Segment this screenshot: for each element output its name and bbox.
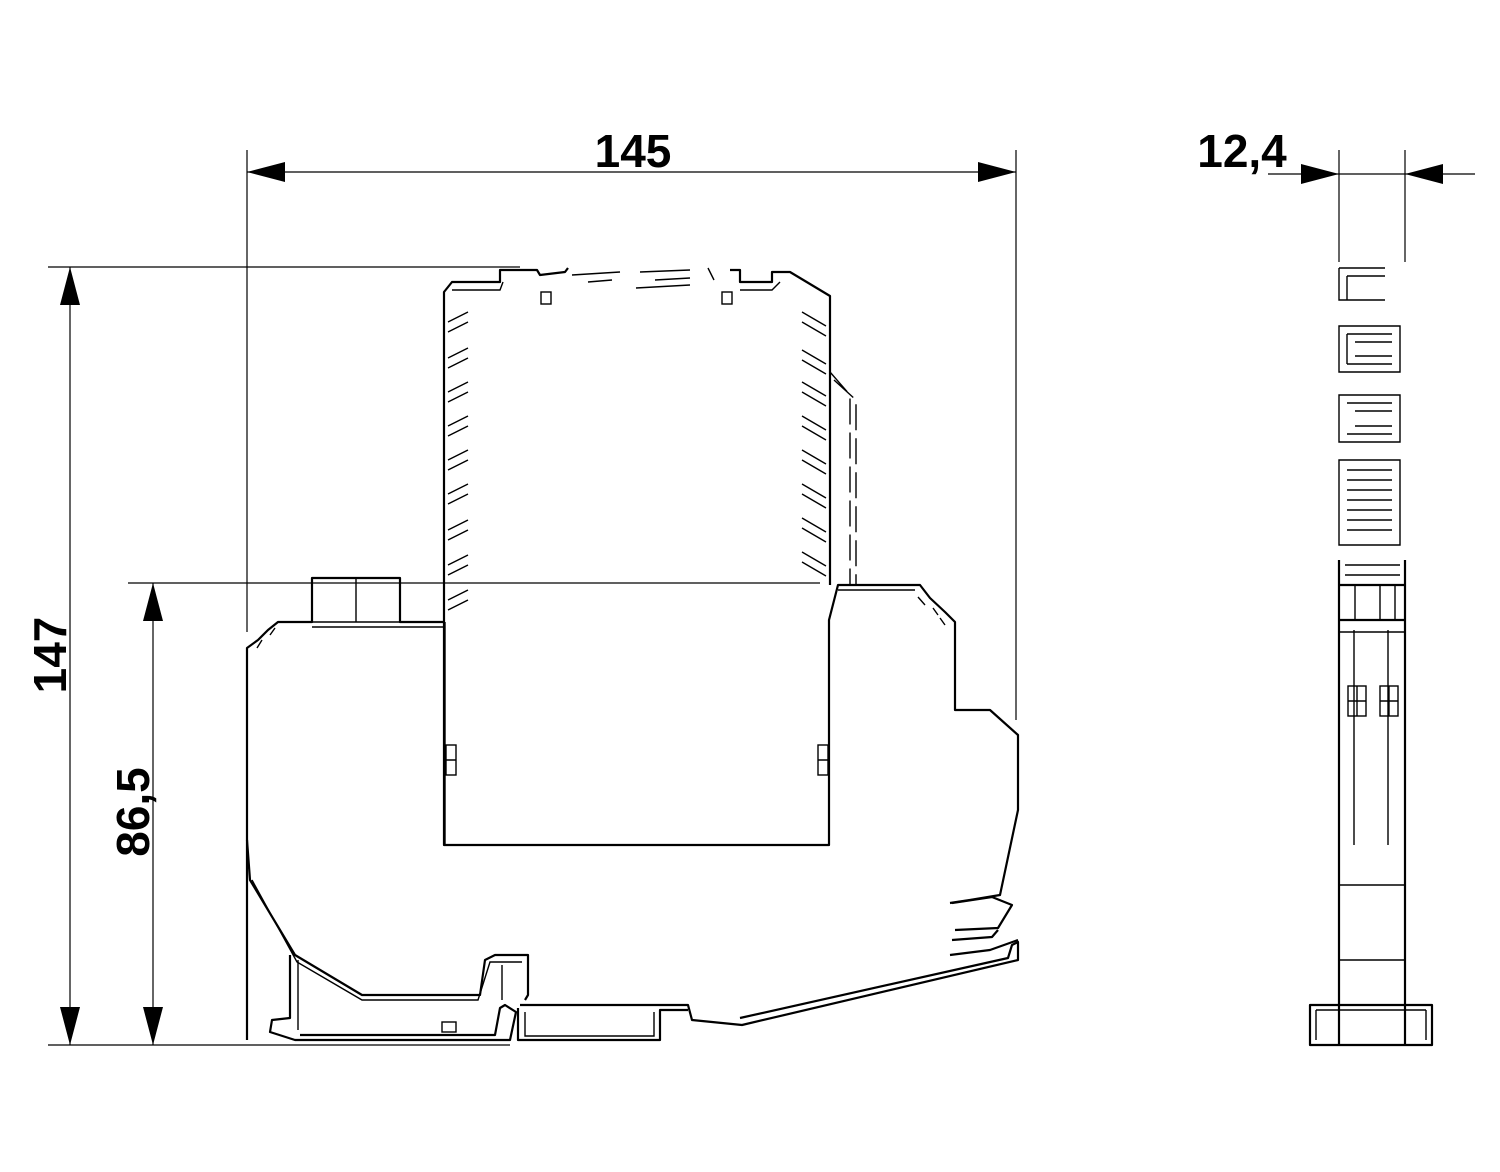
arrow-right-icon: [1301, 164, 1339, 184]
arrow-left-icon: [1405, 164, 1443, 184]
dimension-height: 147: [24, 266, 520, 1046]
arrow-up-icon: [60, 267, 80, 305]
base-housing: [245, 576, 1020, 1040]
arrow-left-icon: [247, 162, 285, 182]
vent-slots-left: [447, 311, 469, 611]
thickness-label: 12,4: [1197, 125, 1287, 177]
release-lever: [829, 371, 857, 585]
front-rail: [1308, 1003, 1434, 1047]
dimension-rail-height: 86,5: [107, 582, 820, 1045]
width-label: 145: [595, 125, 672, 177]
arrow-right-icon: [978, 162, 1016, 182]
din-rail-foot: [245, 839, 1020, 1027]
dimension-thickness: 12,4: [1197, 125, 1475, 262]
side-view: [245, 267, 1020, 1042]
arrow-down-icon: [60, 1007, 80, 1045]
din-rail: [516, 1008, 688, 1042]
rail-height-label: 86,5: [107, 767, 159, 857]
arrow-up-icon: [143, 583, 163, 621]
front-view: [1308, 267, 1434, 1047]
front-body: [1337, 560, 1407, 1045]
height-label: 147: [24, 617, 76, 694]
dimension-width: 145: [246, 125, 1017, 720]
vent-slots-right: [801, 311, 827, 577]
arrow-down-icon: [143, 1007, 163, 1045]
latch: [951, 895, 1014, 932]
plug-module: [442, 267, 832, 622]
